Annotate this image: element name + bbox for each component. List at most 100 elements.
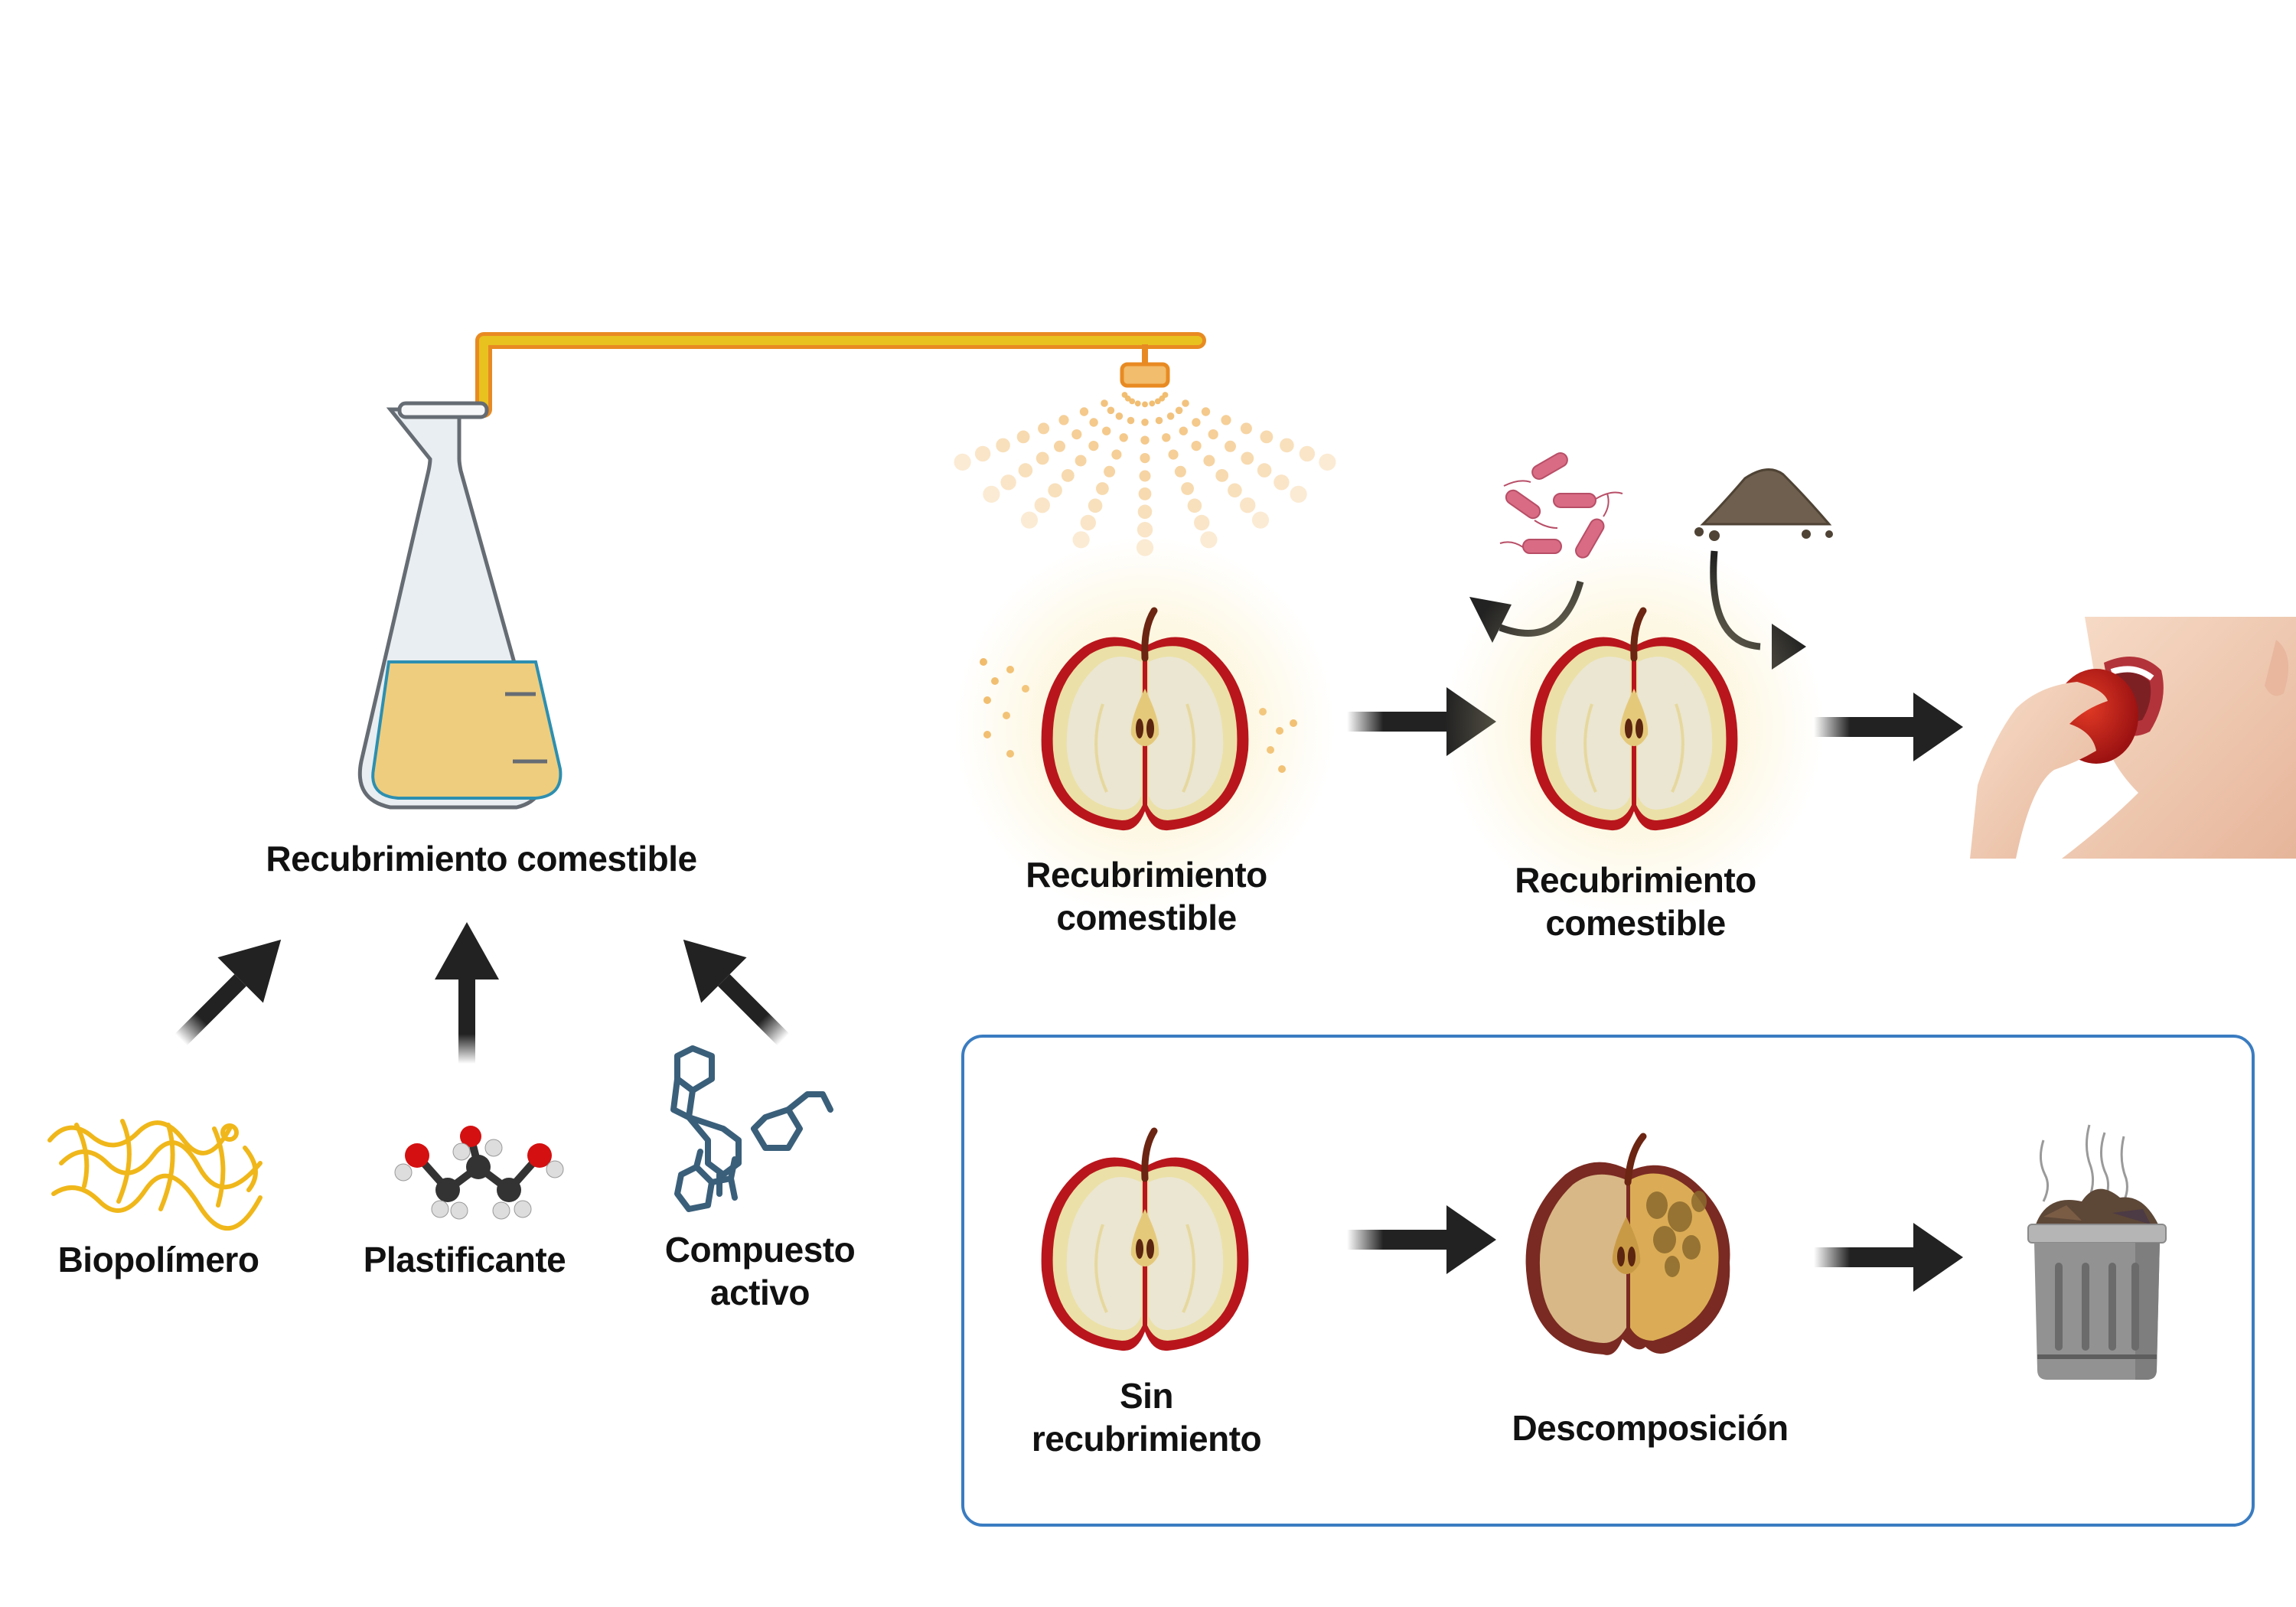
label-line: activo — [710, 1273, 810, 1312]
spray-droplet — [1080, 514, 1097, 531]
spray-droplet — [1107, 406, 1115, 415]
spray-droplet — [1061, 469, 1075, 482]
glycerol-molecule-icon — [394, 1126, 564, 1220]
spray-droplet — [1101, 399, 1108, 407]
label-line: Compuesto — [664, 1230, 856, 1270]
spray-droplet — [1241, 451, 1254, 465]
spray-droplet — [1154, 398, 1161, 405]
spray-droplet — [1187, 498, 1202, 513]
spray-droplet — [1175, 406, 1183, 415]
protected-apple-icon — [1519, 605, 1749, 838]
spray-droplet — [1299, 445, 1316, 462]
spray-droplet — [1115, 412, 1124, 420]
arrow-active-compound-to-flask — [683, 939, 790, 1046]
spray-droplet — [1168, 449, 1179, 460]
sprayed-apple-icon — [1030, 605, 1260, 838]
label-line: comestible — [1056, 898, 1237, 937]
apple-half-icon — [1030, 1125, 1260, 1358]
spray-droplet — [1137, 504, 1153, 520]
spray-droplet — [1088, 498, 1103, 513]
spray-droplet — [1072, 531, 1090, 549]
spray-droplet — [1034, 497, 1051, 513]
spray-droplet — [1319, 453, 1336, 471]
spray-droplet — [1058, 415, 1069, 425]
spray-droplet — [1179, 426, 1189, 435]
spray-droplet — [1075, 455, 1087, 467]
label-line: Descomposición — [1512, 1408, 1789, 1448]
spray-droplet — [1111, 449, 1122, 460]
spray-droplet — [1102, 426, 1111, 435]
spray-droplet — [1290, 485, 1307, 504]
active-compound-icon — [670, 1045, 833, 1212]
spray-droplet — [1140, 453, 1150, 464]
spray-droplet — [1137, 522, 1153, 538]
ingredient-label-biopolymer: Biopolímero — [57, 1240, 259, 1279]
spray-droplet — [1048, 483, 1062, 498]
spray-droplet — [1181, 482, 1194, 495]
spray-droplet — [1129, 398, 1136, 405]
spray-droplet — [1149, 400, 1156, 407]
spray-droplet — [1000, 474, 1016, 491]
spray-droplet — [1240, 422, 1252, 435]
spray-droplet — [1228, 483, 1242, 498]
spray-droplet — [1221, 415, 1231, 425]
spray-droplet — [1192, 418, 1201, 427]
spray-droplet — [1155, 416, 1163, 425]
soil-icon — [1694, 468, 1833, 541]
spray-droplet — [1257, 463, 1272, 478]
arrow-protected-to-eating — [1814, 693, 1963, 761]
spray-droplet — [974, 445, 991, 462]
step-label-sprayed: Recubrimiento comestible — [1026, 853, 1267, 939]
spray-droplet — [1124, 395, 1131, 402]
spray-droplet — [1054, 440, 1065, 452]
biopolymer-icon — [47, 1119, 263, 1231]
spray-droplet — [1071, 429, 1082, 440]
spray-droplet — [1035, 451, 1049, 465]
spray-droplet — [983, 485, 1000, 504]
arrow-biopolymer-to-flask — [174, 939, 282, 1046]
step-label-protected: Recubrimiento comestible — [1515, 859, 1756, 944]
spray-droplet — [1174, 465, 1186, 478]
spray-droplet — [1208, 429, 1218, 440]
spray-droplet — [1274, 474, 1290, 491]
ingredient-label-plasticizer: Plastificante — [363, 1240, 566, 1279]
spray-droplet — [1251, 511, 1270, 529]
spray-droplet — [1018, 463, 1033, 478]
spray-droplet — [1166, 412, 1175, 420]
flask-label: Recubrimiento comestible — [266, 839, 697, 878]
spray-droplet — [1141, 419, 1149, 426]
arrow-uncoated-to-rotten — [1347, 1205, 1496, 1274]
spray-droplet — [1139, 470, 1151, 482]
spray-droplet — [1280, 438, 1294, 453]
trash-can-icon — [2027, 1124, 2167, 1380]
spray-droplet — [1194, 514, 1210, 531]
spray-droplet — [1079, 407, 1089, 416]
label-line: Recubrimiento — [1515, 860, 1756, 900]
person-eating-apple-image — [1970, 617, 2296, 859]
spray-droplet — [1089, 418, 1098, 427]
spray-droplet — [1203, 455, 1215, 467]
spray-droplet — [1162, 433, 1171, 442]
odor-lines-icon — [2040, 1124, 2128, 1202]
spray-droplet — [1119, 433, 1128, 442]
step-label-uncoated: Sin recubrimiento — [1031, 1374, 1262, 1460]
spray-droplet — [1201, 407, 1211, 416]
spray-droplet — [954, 453, 971, 471]
spray-droplet — [1142, 401, 1148, 408]
spray-droplet — [1215, 469, 1229, 482]
bacteria-icon — [1499, 452, 1623, 559]
spray-nozzle — [1120, 362, 1170, 388]
label-line: Recubrimiento — [1026, 855, 1267, 895]
spray-droplet — [1240, 497, 1256, 513]
spray-droplet — [1200, 531, 1218, 549]
arrow-plasticizer-to-flask — [435, 922, 499, 1064]
ingredient-label-active-compound: Compuesto activo — [665, 1228, 856, 1314]
spray-droplet — [1225, 440, 1236, 452]
spray-droplet — [1191, 441, 1202, 451]
label-line: recubrimiento — [1031, 1419, 1262, 1459]
step-label-decomposition: Descomposición — [1512, 1407, 1789, 1449]
label-line: comestible — [1545, 903, 1726, 943]
arrow-rotten-to-trash — [1814, 1223, 1963, 1292]
spray-droplet — [1020, 511, 1039, 529]
